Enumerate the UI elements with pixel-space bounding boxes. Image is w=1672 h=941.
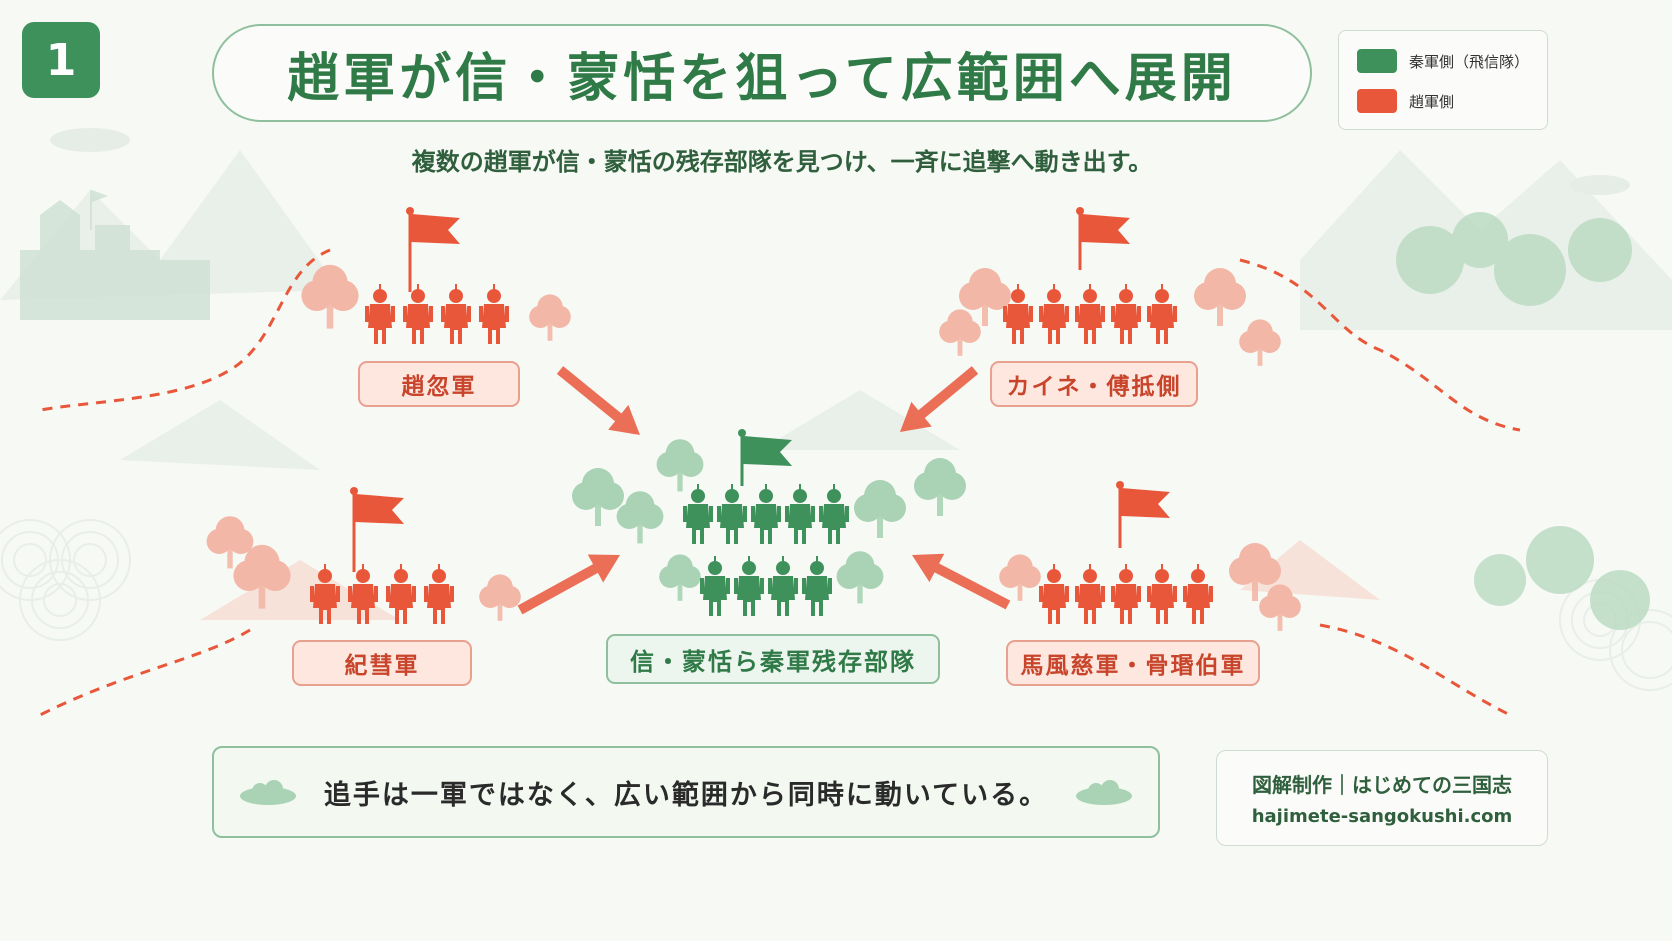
soldier-figure [1111, 564, 1141, 624]
soldier-figure [479, 284, 509, 344]
unit-label-kaine: カイネ・傅抵側 [990, 361, 1198, 407]
legend-label: 趙軍側 [1409, 92, 1455, 111]
legend-item-zhao: 趙軍側 [1357, 89, 1454, 113]
tree-icon [301, 264, 359, 329]
attack-arrow [900, 366, 979, 432]
tree-icon [854, 480, 906, 538]
flag-icon [350, 487, 404, 572]
flag-icon [1116, 481, 1170, 548]
legend-swatch-red [1357, 89, 1397, 113]
attack-arrow [517, 554, 620, 615]
soldier-figure [751, 484, 781, 544]
summary-note: 追手は一軍ではなく、広い範囲から同時に動いている。 [212, 746, 1160, 838]
unit-label-center: 信・蒙恬ら秦軍残存部隊 [606, 634, 940, 684]
page-subtitle: 複数の趙軍が信・蒙恬の残存部隊を見つけ、一斉に追撃へ動き出す。 [411, 148, 1153, 176]
soldier-figure [785, 484, 815, 544]
castle-illustration [20, 190, 210, 320]
credit-box: 図解制作｜はじめての三国志 hajimete-sangokushi.com [1216, 750, 1548, 846]
soldier-figure [1147, 284, 1177, 344]
flag-icon [738, 429, 792, 486]
credit-url[interactable]: hajimete-sangokushi.com [1251, 806, 1513, 827]
unit-label-kisui: 紀彗軍 [292, 640, 472, 686]
tree-icon [659, 554, 701, 601]
soldier-figure [348, 564, 378, 624]
soldier-figure [403, 284, 433, 344]
tree-icon [914, 458, 966, 516]
credit-title: 図解制作｜はじめての三国志 [1252, 773, 1512, 797]
tree-icon [479, 574, 521, 621]
soldier-figure [717, 484, 747, 544]
legend-item-qin: 秦軍側（飛信隊） [1357, 49, 1529, 73]
tree-icon [836, 551, 884, 604]
attack-arrow [912, 553, 1011, 610]
page-title: 趙軍が信・蒙恬を狙って広範囲へ展開 [212, 24, 1312, 122]
soldier-figure [365, 284, 395, 344]
summary-note-text: 追手は一軍ではなく、広い範囲から同時に動いている。 [323, 779, 1049, 811]
legend: 秦軍側（飛信隊） 趙軍側 [1338, 30, 1548, 130]
unit-label-zhao-hu: 趙忽軍 [358, 361, 520, 407]
dashed-path-lines [39, 248, 1521, 717]
soldier-figure [819, 484, 849, 544]
soldier-figure [1039, 284, 1069, 344]
soldier-figure [700, 556, 730, 616]
soldier-figure [1075, 564, 1105, 624]
soldier-figure [1075, 284, 1105, 344]
soldier-figure [1039, 564, 1069, 624]
soldier-figure [424, 564, 454, 624]
legend-label: 秦軍側（飛信隊） [1409, 52, 1530, 71]
soldier-figure [802, 556, 832, 616]
flag-icon [406, 207, 460, 292]
tree-icon [529, 294, 571, 341]
attack-arrow [556, 366, 640, 435]
step-badge: 1 [22, 22, 100, 98]
tree-icon [656, 439, 704, 492]
cloud-icon [1076, 780, 1132, 805]
unit-label-bafuji: 馬風慈軍・骨瑉伯軍 [1006, 640, 1260, 686]
soldier-figure [441, 284, 471, 344]
tree-icon [206, 516, 254, 569]
soldier-figure [310, 564, 340, 624]
tree-icon [999, 554, 1041, 601]
tree-icon [616, 491, 664, 544]
soldier-figure [768, 556, 798, 616]
soldier-figure [1111, 284, 1141, 344]
tree-icon [1239, 319, 1281, 366]
flag-icon [1076, 207, 1130, 270]
background-trees-green [1396, 212, 1650, 630]
tree-icon [233, 544, 291, 609]
soldier-figure [1183, 564, 1213, 624]
soldier-figure [1003, 284, 1033, 344]
soldier-figure [734, 556, 764, 616]
soldier-figure [683, 484, 713, 544]
tree-icon [1229, 543, 1281, 601]
cloud-icon [240, 780, 296, 805]
cloud-decoration [50, 128, 1630, 195]
soldier-figure [1147, 564, 1177, 624]
tree-icon [1259, 584, 1301, 631]
tree-icon [572, 468, 624, 526]
soldier-figure [386, 564, 416, 624]
legend-swatch-green [1357, 49, 1397, 73]
tree-icon [939, 309, 981, 356]
tree-icon [1194, 268, 1246, 326]
tree-icon [959, 268, 1011, 326]
